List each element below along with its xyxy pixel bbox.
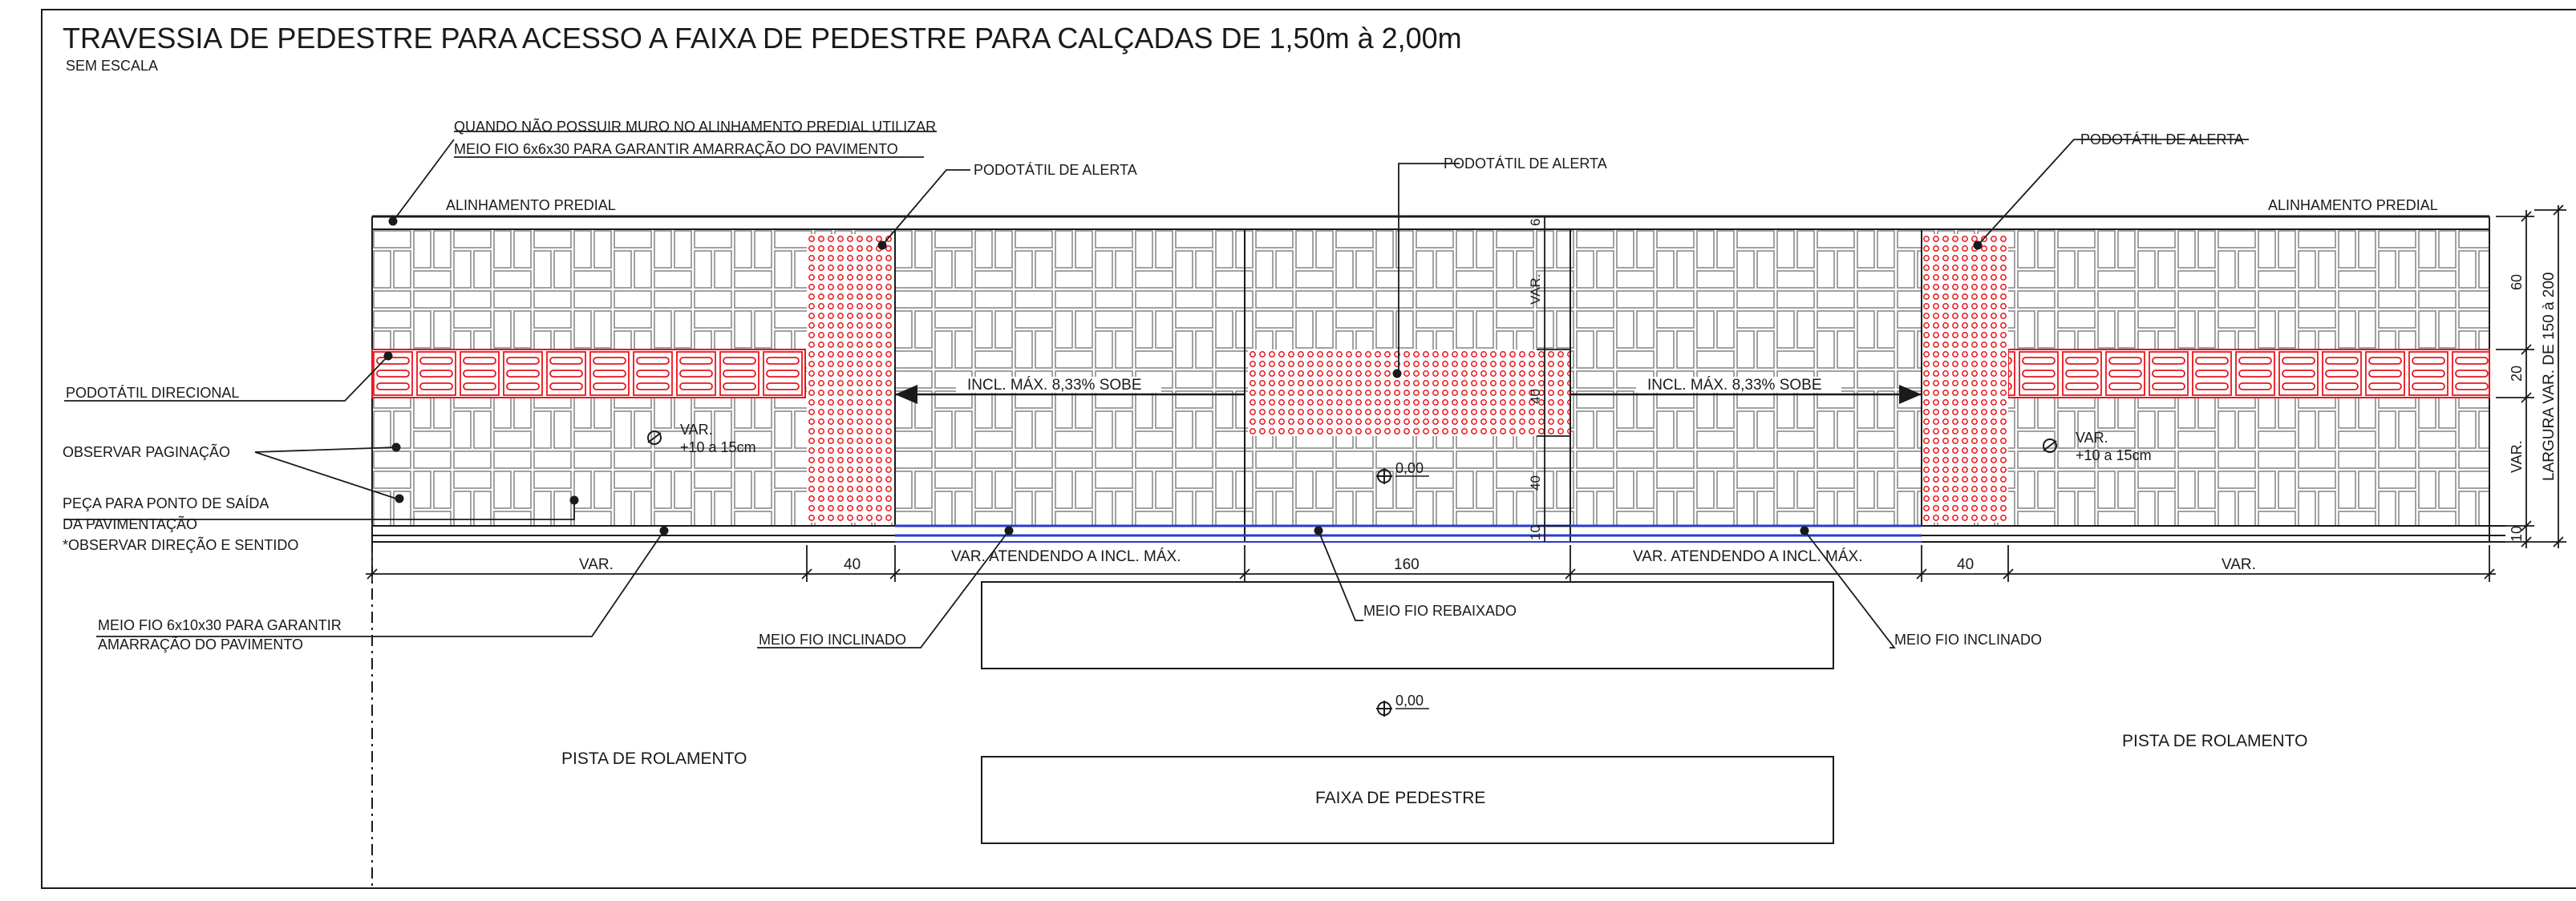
- slope-label-left: INCL. MÁX. 8,33% SOBE: [967, 377, 1142, 394]
- note-podotatil-alerta-center: PODOTÁTIL DE ALERTA: [1444, 156, 1607, 172]
- var-marker-right: [2043, 438, 2057, 453]
- dim-bottom-var-atendendo-right: VAR. ATENDENDO A INCL. MÁX.: [1633, 548, 1862, 565]
- note-meio-fio-6x10-line1: MEIO FIO 6x10x30 PARA GARANTIR: [98, 617, 342, 633]
- dim-center-6: 6: [1528, 219, 1543, 226]
- note-meio-fio-6x10-line2: AMARRAÇÃO DO PAVIMENTO: [98, 636, 303, 653]
- var-label-right: VAR.: [2076, 430, 2108, 446]
- dim-center-40-upper: 40: [1528, 389, 1543, 404]
- road-label-left: PISTA DE ROLAMENTO: [561, 749, 747, 768]
- center-dimension-line: [1537, 216, 1570, 542]
- dim-bottom-var-atendendo-left: VAR. ATENDENDO A INCL. MÁX.: [951, 548, 1181, 565]
- dim-center-var: VAR.: [1528, 274, 1543, 305]
- directional-tactile-right: [2007, 349, 2490, 398]
- var-label-left: VAR.: [680, 422, 713, 438]
- right-dimension-line: [2496, 204, 2566, 548]
- note-observar-paginacao: OBSERVAR PAGINAÇÃO: [63, 443, 230, 460]
- level-value-ramp: 0,00: [1395, 460, 1424, 476]
- note-muro-line1: QUANDO NÃO POSSUIR MURO NO ALINHAMENTO P…: [454, 118, 936, 135]
- note-meio-fio-rebaixado: MEIO FIO REBAIXADO: [1363, 603, 1517, 619]
- crossing-box-upper: [981, 581, 1834, 669]
- road-label-right: PISTA DE ROLAMENTO: [2122, 732, 2307, 750]
- leader-lines: [64, 131, 2249, 648]
- level-value-road: 0,00: [1395, 693, 1424, 709]
- dim-center-40-lower: 40: [1528, 475, 1543, 491]
- note-podotatil-alerta-left: PODOTÁTIL DE ALERTA: [974, 162, 1137, 178]
- dim-bottom-var-left: VAR.: [579, 556, 614, 573]
- crosswalk-label: FAIXA DE PEDESTRE: [1315, 789, 1485, 807]
- note-muro-line2: MEIO FIO 6x6x30 PARA GARANTIR AMARRAÇÃO …: [454, 140, 898, 157]
- level-marker-ramp: [1376, 468, 1392, 484]
- alert-tactile-right: [1922, 234, 2008, 523]
- note-meio-fio-inclinado-left: MEIO FIO INCLINADO: [759, 632, 906, 648]
- note-meio-fio-inclinado-right: MEIO FIO INCLINADO: [1894, 632, 2042, 648]
- var-range-left: +10 a 15cm: [680, 439, 756, 455]
- note-peca-line1: PEÇA PARA PONTO DE SAÍDA: [63, 495, 269, 511]
- dim-bottom-var-right: VAR.: [2222, 556, 2256, 573]
- note-alinhamento-left: ALINHAMENTO PREDIAL: [446, 197, 616, 213]
- dim-center-10: 10: [1528, 525, 1543, 540]
- dim-bottom-40-right: 40: [1957, 556, 1974, 573]
- note-podotatil-alerta-right: PODOTÁTIL DE ALERTA: [2080, 131, 2244, 147]
- slope-label-right: INCL. MÁX. 8,33% SOBE: [1647, 377, 1822, 394]
- drawing-title: TRAVESSIA DE PEDESTRE PARA ACESSO A FAIX…: [63, 22, 1462, 55]
- level-marker-road: [1376, 701, 1392, 717]
- alert-tactile-left: [807, 234, 895, 523]
- note-peca-line3: *OBSERVAR DIREÇÃO E SENTIDO: [63, 536, 298, 553]
- dim-right-20: 20: [2509, 366, 2525, 382]
- note-peca-line2: DA PAVIMENTAÇÃO: [63, 515, 197, 532]
- note-podotatil-direcional: PODOTÁTIL DIRECIONAL: [66, 385, 239, 401]
- note-alinhamento-right: ALINHAMENTO PREDIAL: [2268, 197, 2438, 213]
- dim-bottom-40-left: 40: [844, 556, 861, 573]
- var-range-right: +10 a 15cm: [2076, 447, 2152, 463]
- var-marker-left: [647, 430, 662, 445]
- drawing-subtitle: SEM ESCALA: [66, 58, 158, 74]
- bottom-dimension-line: [366, 545, 2496, 582]
- dim-right-largura: LARGURA VAR. DE 150 à 200: [2541, 273, 2558, 482]
- dim-bottom-160: 160: [1394, 556, 1420, 573]
- directional-tactile-left: [371, 349, 806, 398]
- crosswalk-box: [981, 756, 1834, 844]
- dim-right-60: 60: [2509, 274, 2525, 290]
- sheet-border: [41, 9, 2576, 889]
- dim-right-10: 10: [2509, 526, 2525, 542]
- slope-arrow-right: [1570, 385, 1922, 404]
- slope-arrow-left: [895, 385, 1245, 404]
- alert-tactile-center: [1248, 349, 1570, 436]
- dim-right-var: VAR.: [2509, 440, 2525, 473]
